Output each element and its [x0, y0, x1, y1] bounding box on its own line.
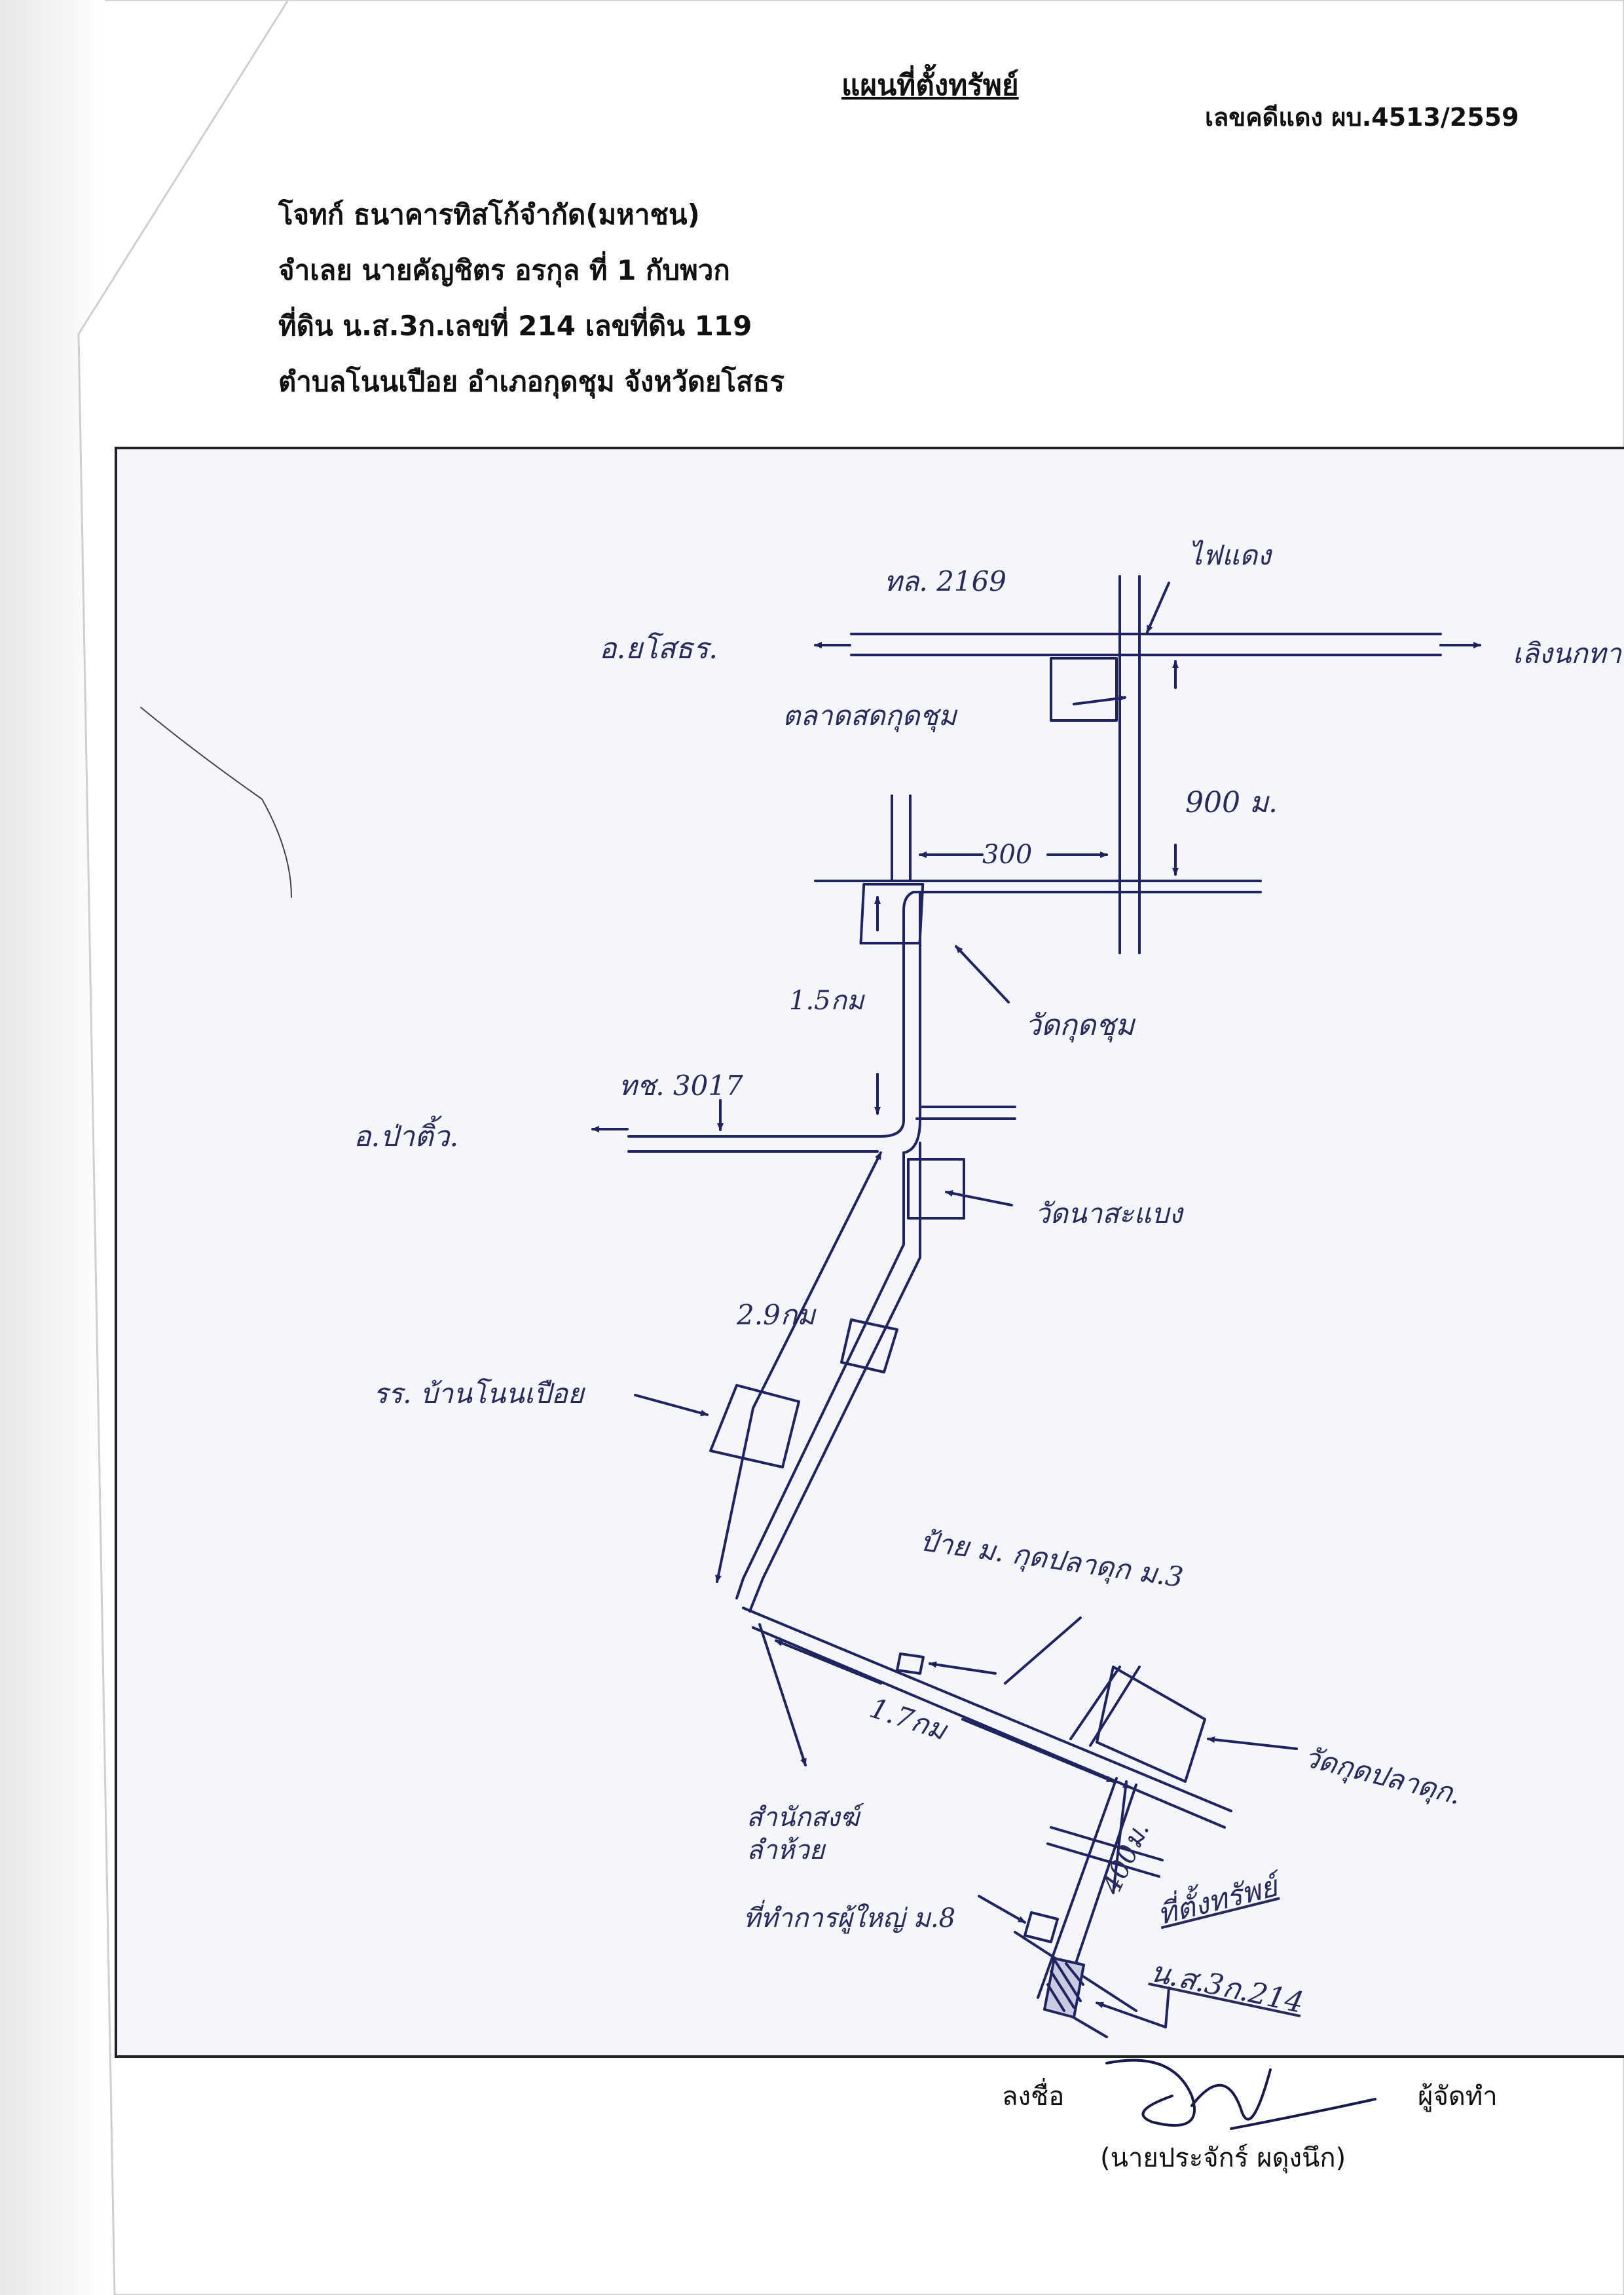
label-to-yasothon: อ.ยโสธร.	[599, 632, 718, 665]
document-title: แผนที่ตั้งทรัพย์	[841, 69, 1019, 102]
margin-scribble	[140, 707, 292, 898]
label-dist-2-9km: 2.9กม	[737, 1299, 815, 1331]
buildings	[709, 657, 1206, 1943]
label-dist-1-5km: 1.5กม	[789, 986, 864, 1016]
pointer-arrows	[634, 582, 1298, 2028]
defendant-line: จำเลย นายคัญชิตร อรกุล ที่ 1 กับพวก	[278, 254, 730, 286]
case-number: เลขคดีแดง ผบ.4513/2559	[1205, 103, 1519, 132]
label-dist-300: 300	[982, 840, 1033, 870]
cross-street	[814, 880, 1262, 893]
road-south	[879, 794, 1016, 1154]
highway-2169	[814, 633, 1481, 656]
label-school: รร. บ้านโนนเปือย	[373, 1377, 584, 1409]
land-deed-line: ที่ดิน น.ส.3ก.เลขที่ 214 เลขที่ดิน 119	[278, 310, 752, 342]
signature-mark	[1105, 2059, 1376, 2130]
main-street	[1118, 575, 1141, 954]
label-road-2169: ทล. 2169	[884, 565, 1007, 597]
label-road-3017: ทช. 3017	[619, 1070, 743, 1102]
diagonal-road	[735, 1142, 921, 1613]
label-wat-kudchum: วัดกุดชุม	[1025, 1009, 1135, 1042]
property-parcel	[1043, 1957, 1085, 2019]
plaintiff-line: โจทก์ ธนาคารทิสโก้จำกัด(มหาชน)	[278, 198, 700, 231]
label-dist-900m: 900 ม.	[1185, 786, 1278, 819]
dimension-arrows	[715, 660, 1179, 1894]
preparer-name: (นายประจักร์ ผดุงนึก)	[1100, 2143, 1346, 2173]
label-to-pa-tiw: อ.ป่าติ้ว.	[354, 1120, 459, 1153]
label-to-loeng-nok-tha: เลิงนกทา	[1513, 637, 1622, 669]
map-frame	[115, 447, 1624, 2058]
label-market: ตลาดสดกุดชุม	[783, 700, 957, 732]
label-wat-na-sa: วัดนาสะแบง	[1035, 1197, 1183, 1229]
road-3017	[591, 1126, 882, 1153]
signature-label: ลงชื่อ	[1002, 2081, 1065, 2112]
property-leader-line	[1164, 1987, 1170, 2028]
label-village-office: ที่ทำการผู้ใหญ่ ม.8	[743, 1903, 956, 1933]
sign-leader-line	[1004, 1616, 1082, 1685]
label-monk-office: สำนักสงฆ์ ลำห้วย	[747, 1802, 860, 1865]
southeast-road	[742, 1607, 1232, 1829]
preparer-role: ผู้จัดทำ	[1418, 2081, 1498, 2112]
label-traffic-light: ไฟแดง	[1189, 539, 1271, 571]
location-line: ตำบลโนนเปือย อำเภอกุดชุม จังหวัดยโสธร	[278, 365, 784, 398]
